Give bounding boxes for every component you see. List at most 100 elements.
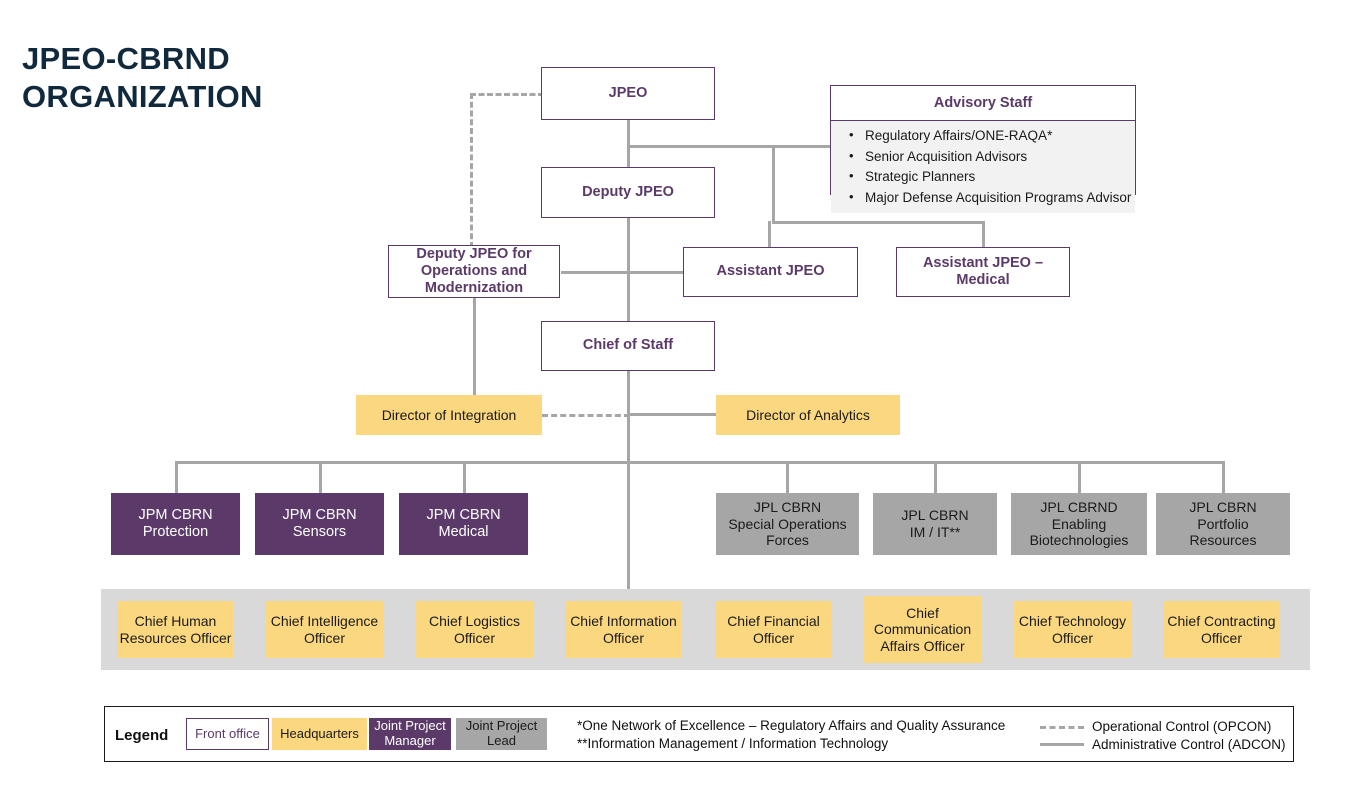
box-jpl-cbrn-portfolio-resources[interactable]: JPL CBRN Portfolio Resources <box>1156 493 1290 555</box>
box-jpl-cbrn-special-operations-forces[interactable]: JPL CBRN Special Operations Forces <box>716 493 859 555</box>
legend-key-opcon: Operational Control (OPCON) <box>1092 719 1272 734</box>
connector-opcon-jpeo-horizontal <box>470 93 544 96</box>
legend-chip-headquarters[interactable]: Headquarters <box>272 718 367 750</box>
connector-assistant-jpeo-stem <box>768 221 771 248</box>
cfo-line1: Chief Financial <box>727 612 820 629</box>
connector-jpeo-to-advisory <box>627 145 832 148</box>
box-jpm-cbrn-protection-line2: Protection <box>142 524 209 540</box>
box-jpm-cbrn-sensors[interactable]: JPM CBRN Sensors <box>255 493 384 555</box>
cio-line1: Chief Information <box>570 612 677 629</box>
box-jpl-sof-line1: JPL CBRN <box>753 499 822 516</box>
box-chief-technology-officer[interactable]: Chief Technology Officer <box>1014 601 1131 658</box>
connector-deputy-ops-stem <box>473 297 476 396</box>
box-director-of-integration[interactable]: Director of Integration <box>356 395 542 435</box>
box-director-of-analytics[interactable]: Director of Analytics <box>716 395 900 435</box>
box-chief-logistics-officer[interactable]: Chief Logistics Officer <box>416 601 533 658</box>
box-jpl-cbrnd-enabling-biotechnologies[interactable]: JPL CBRND Enabling Biotechnologies <box>1011 493 1147 555</box>
cto-line2: Officer <box>1052 629 1093 646</box>
advisory-item: Major Defense Acquisition Programs Advis… <box>849 187 1135 209</box>
box-jpl-sof-line3: Forces <box>766 532 809 549</box>
box-chief-of-staff-label: Chief of Staff <box>582 337 674 354</box>
legend-key-adcon: Administrative Control (ADCON) <box>1092 737 1286 752</box>
box-jpm-cbrn-protection-line1: JPM CBRN <box>138 506 213 523</box>
page-title-line1: JPEO-CBRND <box>22 41 230 76</box>
box-jpeo[interactable]: JPEO <box>541 67 715 120</box>
box-jpl-biotech-line1: JPL CBRND <box>1040 499 1118 516</box>
advisory-staff-heading: Advisory Staff <box>831 86 1135 121</box>
connector-advisory-drop <box>772 145 775 223</box>
legend-title: Legend <box>115 727 169 744</box>
advisory-staff-list: Regulatory Affairs/ONE-RAQA* Senior Acqu… <box>831 121 1135 214</box>
box-jpm-cbrn-medical-line1: JPM CBRN <box>426 506 501 523</box>
box-assistant-jpeo-medical[interactable]: Assistant JPEO – Medical <box>896 247 1070 297</box>
connector-jpl-stem-4 <box>1222 461 1225 493</box>
box-chief-contracting-officer[interactable]: Chief Contracting Officer <box>1163 601 1280 658</box>
legend-chip-joint-project-manager-label: Joint Project Manager <box>374 718 446 748</box>
box-jpm-cbrn-medical[interactable]: JPM CBRN Medical <box>399 493 528 555</box>
connector-central-spine-lower <box>627 371 630 593</box>
legend-footnote-two: **Information Management / Information T… <box>577 736 889 751</box>
connector-jpl-stem-1 <box>786 461 789 493</box>
legend-chip-joint-project-manager[interactable]: Joint Project Manager <box>369 718 451 750</box>
box-assistant-jpeo[interactable]: Assistant JPEO <box>683 247 858 297</box>
box-jpl-portfolio-line1: JPL CBRN <box>1189 499 1257 516</box>
legend-chip-front-office-label: Front office <box>195 725 260 741</box>
box-jpm-cbrn-medical-line2: Medical <box>438 524 489 540</box>
ccao-line3: Affairs Officer <box>880 637 965 654</box>
advisory-item: Senior Acquisition Advisors <box>849 146 1135 168</box>
page-title-line2: ORGANIZATION <box>22 78 263 114</box>
box-jpm-cbrn-protection[interactable]: JPM CBRN Protection <box>111 493 240 555</box>
clo-line1: Chief Logistics <box>428 612 521 629</box>
box-chief-financial-officer[interactable]: Chief Financial Officer <box>715 601 832 658</box>
connector-opcon-directors <box>542 414 630 417</box>
box-jpl-im-it-line2: IM / IT** <box>909 524 961 540</box>
connector-opcon-vertical <box>470 93 473 248</box>
box-chief-communication-affairs-officer[interactable]: Chief Communication Affairs Officer <box>864 596 981 663</box>
box-director-of-analytics-label: Director of Analytics <box>746 406 870 423</box>
legend-chip-front-office[interactable]: Front office <box>186 718 269 750</box>
box-advisory-staff[interactable]: Advisory Staff Regulatory Affairs/ONE-RA… <box>830 85 1136 214</box>
ccao-line1: Chief <box>906 604 939 621</box>
box-jpm-cbrn-sensors-line2: Sensors <box>292 524 347 540</box>
legend-line-adcon-icon <box>1040 743 1084 746</box>
box-jpeo-label: JPEO <box>608 84 648 101</box>
cto-line1: Chief Technology <box>1018 612 1127 629</box>
connector-spine-to-analytics <box>627 413 717 416</box>
box-deputy-jpeo[interactable]: Deputy JPEO <box>541 167 715 218</box>
cco-line2: Officer <box>1201 629 1242 646</box>
legend-footnote-one: *One Network of Excellence – Regulatory … <box>577 718 1006 733</box>
box-jpl-portfolio-line3: Resources <box>1189 532 1257 549</box>
box-chief-information-officer[interactable]: Chief Information Officer <box>565 601 682 658</box>
ccao-line2: Communication <box>873 621 972 638</box>
box-jpl-im-it-line1: JPL CBRN <box>901 507 969 524</box>
cio-intel-line2: Officer <box>304 629 345 646</box>
box-jpl-biotech-line3: Biotechnologies <box>1029 532 1129 549</box>
cco-line1: Chief Contracting <box>1167 612 1276 629</box>
box-director-of-integration-label: Director of Integration <box>381 406 517 423</box>
chro-line2: Resources Officer <box>119 629 232 646</box>
connector-jpl-stem-3 <box>1078 461 1081 493</box>
box-chief-intelligence-officer[interactable]: Chief Intelligence Officer <box>266 601 383 658</box>
box-jpm-cbrn-sensors-line1: JPM CBRN <box>282 506 357 523</box>
connector-jpl-stem-2 <box>934 461 937 493</box>
box-jpl-cbrn-im-it[interactable]: JPL CBRN IM / IT** <box>873 493 997 555</box>
advisory-item: Strategic Planners <box>849 166 1135 188</box>
box-chief-of-staff[interactable]: Chief of Staff <box>541 321 715 371</box>
cfo-line2: Officer <box>753 629 794 646</box>
connector-assistant-medical-stem <box>982 221 985 248</box>
legend-chip-joint-project-lead-label: Joint Project Lead <box>465 718 538 748</box>
box-assistant-jpeo-medical-label: Assistant JPEO – Medical <box>922 254 1044 288</box>
box-chief-human-resources-officer[interactable]: Chief Human Resources Officer <box>117 601 234 658</box>
connector-jpm-stem-1 <box>175 461 178 493</box>
cio-intel-line1: Chief Intelligence <box>270 612 379 629</box>
advisory-item: Regulatory Affairs/ONE-RAQA* <box>849 125 1135 147</box>
legend-chip-headquarters-label: Headquarters <box>280 725 359 741</box>
chro-line1: Chief Human <box>134 612 217 629</box>
connector-deputy-ops-to-assistant <box>561 271 684 274</box>
box-deputy-jpeo-operations[interactable]: Deputy JPEO for Operations and Moderniza… <box>388 245 560 298</box>
connector-jpm-stem-3 <box>463 461 466 493</box>
page-title: JPEO-CBRND ORGANIZATION <box>22 40 442 116</box>
legend-chip-joint-project-lead[interactable]: Joint Project Lead <box>456 718 547 750</box>
connector-jpm-stem-2 <box>319 461 322 493</box>
